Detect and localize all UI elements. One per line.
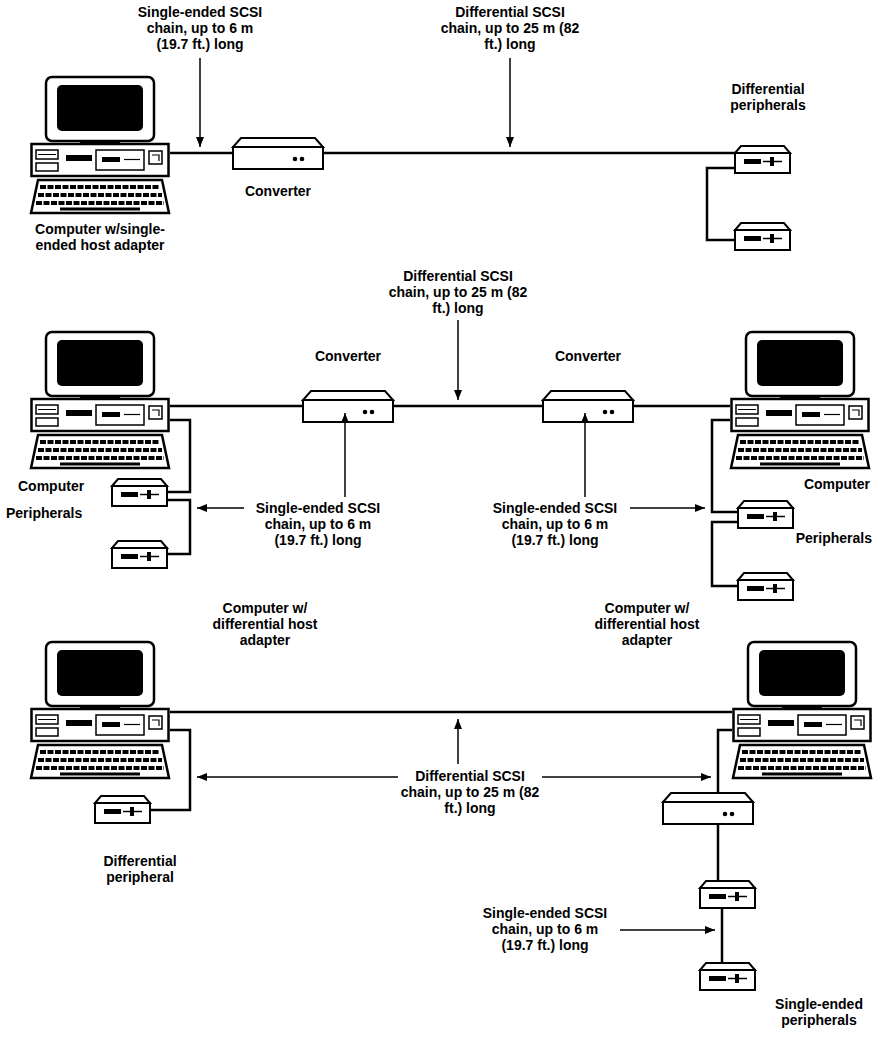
converter-label: Converter (223, 183, 333, 199)
peripheral-label: Differential peripheral (90, 853, 190, 885)
computer-node: Computer (30, 330, 170, 470)
leader-arrow (630, 507, 705, 509)
peripheral-figure (738, 573, 793, 600)
leader-arrow (199, 58, 201, 147)
chain-length-label: Single-ended SCSI chain, up to 6 m (19.7… (248, 500, 388, 548)
converter-node: Converter (543, 390, 633, 422)
peripheral-figure (112, 541, 167, 568)
peripheral-figure (700, 881, 755, 908)
chain-length-label: Single-ended SCSI chain, up to 6 m (19.7… (130, 4, 270, 52)
peripheral-figure (735, 223, 790, 250)
peripheral-group-label: Peripherals (782, 530, 872, 546)
converter-label: Converter (533, 348, 643, 364)
peripheral-group-node: Peripherals (738, 500, 793, 600)
computer-node: Computer w/single-ended host adapter (30, 75, 170, 215)
converter-node: Converter (303, 390, 393, 422)
scsi-cable (633, 405, 730, 408)
computer-node: Computer (730, 330, 870, 470)
converter-figure (303, 391, 393, 422)
leader-arrows (197, 58, 715, 930)
computer-label: Computer w/ differential host adapter (584, 600, 710, 648)
peripheral-group-label: Single-ended peripherals (768, 996, 870, 1028)
leader-arrow (344, 413, 346, 497)
scsi-cable (167, 420, 190, 492)
peripheral-group-label: Peripherals (6, 505, 106, 521)
peripheral-cable (712, 522, 738, 586)
converter-label: Converter (293, 348, 403, 364)
computer-figure (31, 642, 169, 778)
peripheral-figure (112, 479, 167, 506)
computer-node: Computer w/ differential host adapter (30, 640, 170, 780)
converter-figure (233, 138, 323, 169)
scsi-cable (393, 405, 543, 408)
peripheral-node: Differential peripheral (95, 795, 150, 823)
converter-node: Converter (233, 137, 323, 169)
converter-figure (543, 391, 633, 422)
scsi-cable (323, 152, 735, 155)
leader-arrow (542, 776, 711, 778)
chain-length-label: Differential SCSI chain, up to 25 m (82 … (440, 4, 580, 52)
scsi-cable (170, 152, 233, 155)
peripheral-figure (95, 796, 150, 823)
leader-arrow (457, 320, 459, 400)
computer-label: Computer (782, 476, 870, 492)
chain-length-label: Differential SCSI chain, up to 25 m (82 … (388, 268, 528, 316)
computer-label: Computer w/ differential host adapter (202, 600, 328, 648)
peripheral-cable (167, 500, 190, 554)
chain-length-label: Single-ended SCSI chain, up to 6 m (19.7… (485, 500, 625, 548)
leader-arrow (584, 413, 586, 497)
computer-label: Computer (18, 478, 108, 494)
computer-figure (731, 332, 869, 468)
scsi-cable (170, 711, 732, 714)
peripheral-group-node: Peripherals (112, 478, 167, 568)
converter-figure (663, 793, 753, 824)
peripheral-group-node: Differential peripherals (735, 145, 790, 250)
computer-label: Computer w/single-ended host adapter (22, 221, 178, 253)
computer-figure (733, 642, 871, 778)
peripheral-figure (735, 146, 790, 173)
leader-arrow (197, 507, 244, 509)
leader-arrow (620, 929, 715, 931)
scsi-cable (170, 405, 303, 408)
chain-length-label: Differential SCSI chain, up to 25 m (82 … (400, 768, 540, 816)
peripheral-group-label: Differential peripherals (723, 81, 813, 113)
computer-figure (31, 332, 169, 468)
computer-figure (31, 77, 169, 213)
peripheral-cable (707, 168, 735, 240)
computer-node: Computer w/ differential host adapter (732, 640, 872, 780)
peripheral-group-node: Single-ended peripherals (700, 880, 755, 990)
leader-arrow (197, 776, 398, 778)
chain-length-label: Single-ended SCSI chain, up to 6 m (19.7… (475, 905, 615, 953)
leader-arrow (457, 719, 459, 764)
leader-arrow (509, 58, 511, 147)
peripheral-cable (721, 908, 724, 962)
peripheral-figure (700, 963, 755, 990)
peripheral-figure (738, 501, 793, 528)
